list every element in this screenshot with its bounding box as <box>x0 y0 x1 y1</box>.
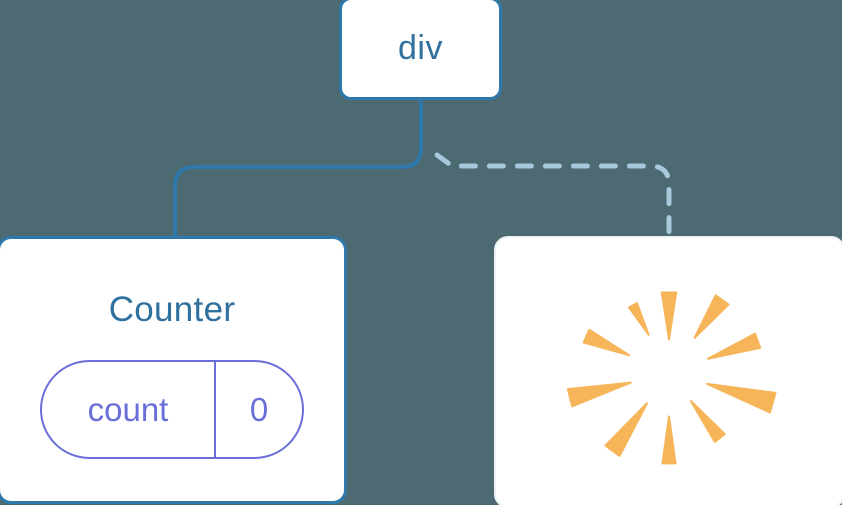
burst-ray-0 <box>660 291 678 341</box>
burst-ray-7 <box>566 381 632 408</box>
burst-ray-4 <box>689 399 726 443</box>
burst-ray-9 <box>628 302 650 336</box>
burst-ray-group <box>566 291 777 465</box>
node-counter-label: Counter <box>108 290 236 329</box>
node-div-label: div <box>398 29 443 67</box>
burst-ray-8 <box>582 328 631 357</box>
burst-ray-1 <box>693 294 730 339</box>
state-value: 0 <box>214 362 302 457</box>
state-key: count <box>87 390 169 428</box>
burst-ray-6 <box>604 402 649 457</box>
node-div[interactable]: div <box>339 0 502 100</box>
sparkle-burst-icon <box>566 291 777 465</box>
node-pending[interactable] <box>494 236 842 505</box>
burst-ray-5 <box>661 415 677 465</box>
edge-div-to-counter <box>173 98 423 238</box>
state-badge-count[interactable]: count 0 <box>40 360 304 459</box>
node-counter[interactable]: Counter count 0 <box>0 236 347 504</box>
burst-ray-3 <box>705 382 777 414</box>
burst-ray-2 <box>706 332 762 360</box>
edge-div-to-pending <box>434 152 672 241</box>
